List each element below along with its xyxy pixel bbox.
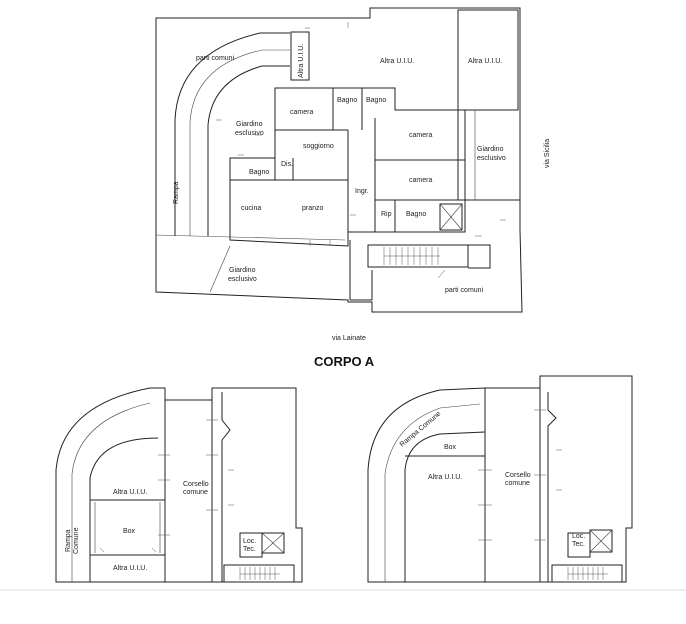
basement-left-ramp-outer (71, 402, 151, 582)
label-rip: Rip (381, 211, 392, 218)
label-via-lainate: via Lainate (332, 335, 366, 342)
label-altra-uiu-center: Altra U.I.U. (380, 58, 414, 65)
label-giardino-bottom-2: esclusivo (228, 276, 257, 283)
label-soggiorno: soggiorno (303, 143, 334, 150)
label-box: Box (444, 444, 457, 451)
label-altra-uiu-bottom: Altra U.I.U. (113, 565, 147, 572)
label-rampa: Rampa (173, 181, 180, 204)
basement-right-corridor-edge (547, 392, 557, 582)
label-corsello-2: comune (183, 489, 208, 496)
dimension-ticks (478, 409, 562, 541)
label-camera-left: camera (290, 109, 313, 116)
label-giardino-right-2: esclusivo (477, 155, 506, 162)
label-box: Box (123, 528, 136, 535)
lift-cross (589, 529, 613, 553)
label-giardino-right-1: Giardino (477, 146, 504, 153)
label-parti-comuni-top: parti comuni (196, 55, 235, 62)
basement-right-ramp-outer (384, 403, 481, 582)
basement-right-ramp-inner (404, 431, 486, 582)
label-giardino-left-1: Giardino (236, 121, 263, 128)
label-ingr: Ingr. (355, 188, 369, 195)
label-bagno-right: Bagno (406, 211, 426, 218)
basement-left-outline (55, 387, 303, 583)
label-rampa-1: Rampa (65, 529, 72, 552)
stair-treads (239, 567, 280, 580)
label-giardino-left-2: esclusivo (235, 130, 264, 137)
label-tec: Tec. (572, 541, 585, 548)
label-bagno-top-1: Bagno (337, 97, 357, 104)
title-corpo-a: CORPO A (314, 354, 375, 369)
label-via-sicilia: via Sicilia (544, 139, 551, 168)
basement-left-corridor-edge (221, 392, 231, 582)
label-bagno-top-2: Bagno (366, 97, 386, 104)
ramp-curve-mid (189, 49, 290, 236)
lift-cross (439, 203, 463, 231)
ramp-curve-inner (207, 65, 290, 236)
dimension-ticks (216, 22, 506, 279)
label-giardino-bottom-1: Giardino (229, 267, 256, 274)
label-pranzo: pranzo (302, 205, 324, 212)
label-bagno-left: Bagno (249, 169, 269, 176)
label-camera-right-1: camera (409, 132, 432, 139)
garden-fence (209, 245, 231, 293)
ramp-curve-outer (174, 32, 290, 236)
basement-right-stairs (551, 564, 623, 583)
label-altra-uiu-top: Altra U.I.U. (113, 489, 147, 496)
lift-cross (261, 532, 285, 554)
basement-right-outline (367, 375, 633, 583)
label-cucina: cucina (241, 205, 261, 212)
label-altra-uiu-strip: Altra U.I.U. (298, 44, 305, 78)
basement-left-lift (261, 532, 285, 554)
stair-treads (567, 567, 608, 580)
stairs (367, 244, 469, 268)
label-parti-comuni-bottom: parti comuni (445, 287, 484, 294)
basement-left-plan: Altra U.I.U. Corsello comune Box Altra U… (55, 387, 303, 583)
label-dis: Dis. (281, 161, 293, 168)
corpo-a-plan: parti comuni Altra U.I.U. Altra U.I.U. A… (155, 7, 551, 342)
label-corsello-1: Corsello (505, 472, 531, 479)
label-camera-right-2: camera (409, 177, 432, 184)
building-edge (349, 240, 491, 301)
ramp-edge (155, 234, 346, 241)
label-loc: Loc. (572, 533, 585, 540)
basement-right-plan: Rampa Comune Box Altra U.I.U. Corsello c… (367, 375, 633, 583)
basement-left-stairs (223, 564, 295, 583)
lot-boundary (155, 7, 523, 313)
label-altra-uiu: Altra U.I.U. (428, 474, 462, 481)
stair-treads (383, 247, 440, 265)
basement-left-tech-room (239, 532, 263, 558)
altra-uiu-strip (290, 31, 310, 81)
dimension-ticks (99, 419, 234, 553)
basement-right-lift (589, 529, 613, 553)
label-corsello-1: Corsello (183, 481, 209, 488)
lift-shaft (439, 203, 463, 231)
label-altra-uiu-right: Altra U.I.U. (468, 58, 502, 65)
label-rampa-2: Comune (73, 527, 80, 554)
label-loc: Loc. (243, 538, 256, 545)
altra-uiu-right-block (457, 9, 519, 111)
label-tec: Tec. (243, 546, 256, 553)
basement-left-ramp-inner (89, 437, 159, 582)
label-corsello-2: comune (505, 480, 530, 487)
